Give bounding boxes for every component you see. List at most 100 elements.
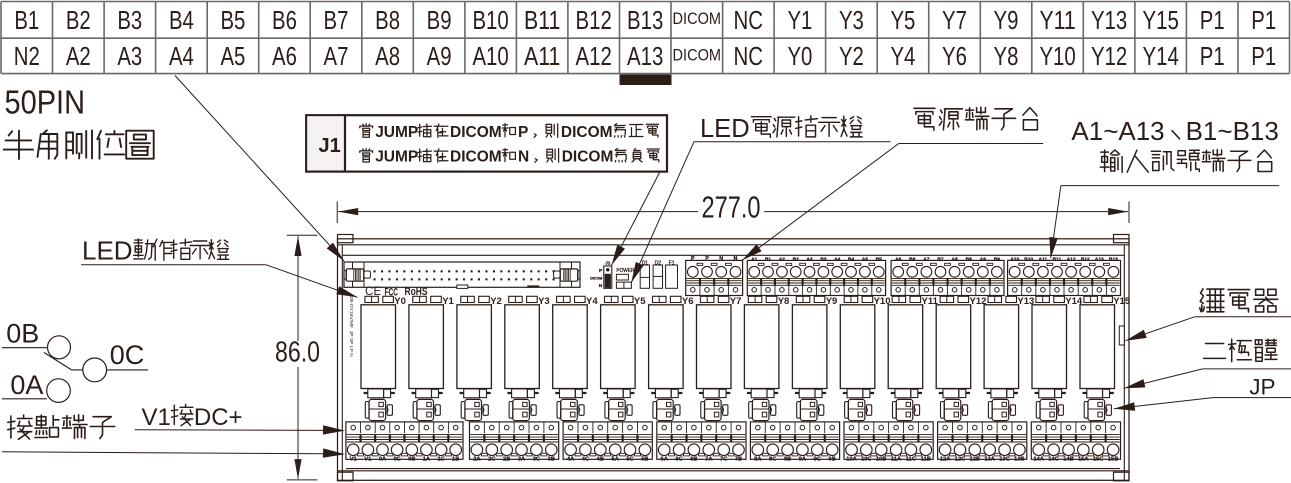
- svg-text:A3: A3: [806, 257, 813, 263]
- svg-text:P1: P1: [1251, 7, 1276, 35]
- svg-text:Y8: Y8: [778, 296, 790, 307]
- svg-text:2A: 2A: [473, 456, 480, 462]
- svg-text:A11: A11: [1039, 257, 1048, 263]
- svg-text:Y11: Y11: [922, 296, 939, 307]
- svg-text:Y9: Y9: [994, 7, 1019, 35]
- svg-text:JUMP: JUMP: [375, 149, 418, 166]
- svg-text:15A: 15A: [1078, 456, 1088, 462]
- svg-text:NC: NC: [734, 43, 764, 71]
- svg-text:B2: B2: [66, 7, 91, 35]
- svg-text:B10: B10: [472, 7, 508, 35]
- svg-text:1B: 1B: [452, 456, 459, 462]
- svg-text:10A: 10A: [846, 456, 856, 462]
- svg-text:B11: B11: [524, 7, 560, 35]
- svg-text:F1: F1: [669, 261, 675, 267]
- svg-text:1C: 1C: [437, 456, 444, 462]
- svg-text:B10: B10: [1024, 257, 1033, 263]
- svg-text:A9: A9: [980, 257, 987, 263]
- svg-text:Y12: Y12: [1091, 43, 1127, 71]
- svg-text:A5: A5: [862, 257, 869, 263]
- svg-text:14B: 14B: [1063, 456, 1073, 462]
- svg-text:DICOM: DICOM: [450, 149, 502, 166]
- svg-text:2B: 2B: [503, 456, 510, 462]
- svg-text:7B: 7B: [735, 456, 742, 462]
- svg-text:B13: B13: [1109, 257, 1118, 263]
- svg-text:13A: 13A: [984, 456, 994, 462]
- svg-text:J1: J1: [605, 261, 611, 267]
- svg-text:DICOM: DICOM: [562, 149, 614, 166]
- svg-text:0A: 0A: [10, 370, 43, 400]
- svg-text:V1: V1: [350, 456, 357, 462]
- svg-text:P1: P1: [1200, 7, 1225, 35]
- svg-text:10B: 10B: [876, 456, 886, 462]
- svg-text:A6: A6: [272, 43, 297, 71]
- svg-text:LED: LED: [700, 115, 750, 143]
- svg-text:7C: 7C: [720, 456, 727, 462]
- svg-text:14C: 14C: [1048, 456, 1058, 462]
- svg-text:A6: A6: [895, 257, 902, 263]
- svg-text:Y11: Y11: [1039, 7, 1075, 35]
- svg-text:5B: 5B: [641, 456, 648, 462]
- svg-text:Y12: Y12: [970, 296, 987, 307]
- svg-text:P1: P1: [1200, 43, 1225, 71]
- svg-text:11A: 11A: [891, 456, 901, 462]
- svg-text:11C: 11C: [906, 456, 916, 462]
- svg-text:A1~A13: A1~A13: [1071, 116, 1164, 146]
- svg-text:A9: A9: [427, 43, 452, 71]
- svg-text:Y0: Y0: [787, 43, 812, 71]
- svg-text:Y1: Y1: [442, 296, 454, 307]
- svg-text:B8: B8: [966, 257, 973, 263]
- svg-text:A4: A4: [169, 43, 194, 71]
- svg-text:Y2: Y2: [490, 296, 502, 307]
- svg-text:D1: D1: [642, 261, 649, 267]
- svg-text:B9: B9: [427, 7, 452, 35]
- svg-text:0B: 0B: [6, 318, 39, 348]
- svg-text:A2: A2: [66, 43, 91, 71]
- svg-text:0C: 0C: [110, 340, 145, 370]
- svg-text:J1: J1: [319, 135, 341, 157]
- svg-text:Y14: Y14: [1143, 43, 1179, 71]
- svg-text:0A: 0A: [379, 456, 386, 462]
- svg-text:14A: 14A: [1033, 456, 1043, 462]
- svg-text:JUMP: JUMP: [375, 124, 418, 141]
- svg-text:P: P: [691, 256, 695, 262]
- svg-text:B12: B12: [576, 7, 612, 35]
- svg-text:B12: B12: [1081, 257, 1090, 263]
- svg-text:5A: 5A: [612, 456, 619, 462]
- svg-text:Y1: Y1: [787, 7, 812, 35]
- svg-text:15C: 15C: [1093, 456, 1103, 462]
- svg-text:DICOM: DICOM: [450, 124, 502, 141]
- svg-text:13B: 13B: [1014, 456, 1024, 462]
- svg-text:POWER: POWER: [616, 268, 634, 274]
- svg-text:B3: B3: [117, 7, 142, 35]
- svg-text:C: C: [365, 286, 373, 298]
- svg-text:B4: B4: [848, 257, 855, 263]
- svg-text:N: N: [518, 149, 529, 166]
- svg-text:B6: B6: [909, 257, 916, 263]
- svg-text:A1: A1: [751, 257, 758, 263]
- svg-text:DICOM: DICOM: [561, 124, 613, 141]
- svg-text:Y14: Y14: [1065, 296, 1083, 307]
- svg-text:NC: NC: [734, 7, 764, 35]
- svg-text:Y5: Y5: [890, 7, 915, 35]
- svg-text:A7: A7: [923, 257, 930, 263]
- svg-text:B9: B9: [994, 257, 1001, 263]
- svg-text:9A: 9A: [799, 456, 806, 462]
- svg-text:A11: A11: [524, 43, 560, 71]
- svg-text:V1: V1: [364, 456, 371, 462]
- svg-text:DICOM: DICOM: [590, 276, 602, 280]
- svg-text:Y4: Y4: [586, 296, 598, 307]
- svg-text:8B: 8B: [784, 456, 791, 462]
- svg-text:A8: A8: [951, 257, 958, 263]
- svg-text:13C: 13C: [999, 456, 1009, 462]
- svg-text:Y0: Y0: [394, 296, 406, 307]
- svg-text:4C: 4C: [582, 456, 589, 462]
- svg-text:N: N: [719, 256, 723, 262]
- svg-text:A12: A12: [1067, 257, 1076, 263]
- svg-text:3A: 3A: [518, 456, 525, 462]
- svg-text:B5: B5: [220, 7, 245, 35]
- svg-text:12C: 12C: [955, 456, 965, 462]
- svg-text:Y10: Y10: [874, 296, 891, 307]
- svg-text:277.0: 277.0: [702, 190, 761, 224]
- svg-text:A12: A12: [576, 43, 612, 71]
